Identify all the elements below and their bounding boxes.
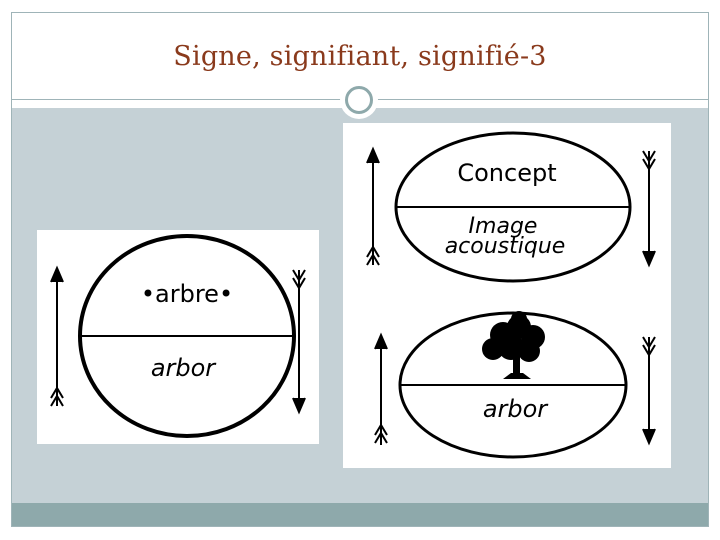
- footer-band: [12, 503, 708, 526]
- sound-image-label: arbor: [483, 395, 549, 423]
- acoustique-label: acoustique: [445, 234, 566, 259]
- slide-title: Signe, signifiant, signifié-3: [12, 41, 708, 72]
- up-arrow-icon: [367, 149, 379, 265]
- down-arrow-icon: [643, 337, 655, 443]
- diagram-arbre-arbor: •arbre• arbor: [37, 230, 319, 444]
- down-arrow-icon: [643, 151, 655, 265]
- divider-circle-ornament: [340, 81, 378, 119]
- up-arrow-icon: [375, 335, 387, 445]
- diagram-concept-image-svg: Concept Image acoustique: [343, 123, 671, 295]
- concept-label: •arbre•: [141, 280, 233, 308]
- up-arrow-icon: [51, 268, 63, 406]
- diagram-concept-image: Concept Image acoustique: [343, 123, 671, 295]
- sound-image-label: arbor: [151, 354, 217, 382]
- diagram-tree-arbor-svg: arbor: [343, 295, 671, 468]
- diagram-arbre-arbor-svg: •arbre• arbor: [37, 230, 319, 444]
- tree-icon: [482, 311, 545, 379]
- concept-label: Concept: [457, 159, 556, 187]
- diagram-tree-arbor: arbor: [343, 295, 671, 468]
